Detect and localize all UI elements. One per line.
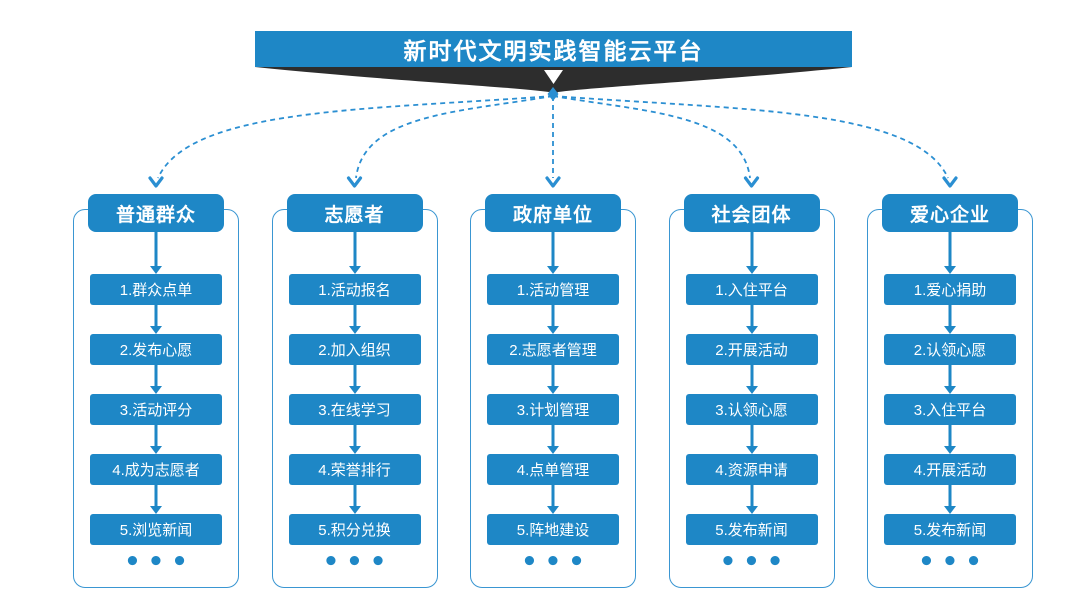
- flow-step: 3.计划管理: [487, 394, 619, 425]
- role-column: 爱心企业 1.爱心捐助 2.认领心愿 3.入住平台 4.开展活动 5.发布新闻 •••: [867, 194, 1033, 588]
- down-arrow-icon: [546, 485, 560, 514]
- role-flow: 1.活动报名 2.加入组织 3.在线学习 4.荣誉排行 5.积分兑换: [273, 210, 437, 545]
- down-arrow-icon: [149, 305, 163, 334]
- flow-step: 3.活动评分: [90, 394, 222, 425]
- down-arrow-icon: [745, 365, 759, 394]
- down-arrow-icon: [546, 232, 560, 274]
- down-arrow-icon: [745, 425, 759, 454]
- down-arrow-icon: [943, 485, 957, 514]
- flow-step: 2.志愿者管理: [487, 334, 619, 365]
- down-arrow-icon: [943, 425, 957, 454]
- ellipsis-dots: •••: [918, 547, 989, 577]
- role-flow: 1.爱心捐助 2.认领心愿 3.入住平台 4.开展活动 5.发布新闻: [868, 210, 1032, 545]
- down-arrow-icon: [943, 365, 957, 394]
- flow-step: 3.认领心愿: [685, 394, 818, 425]
- flow-step: 5.发布新闻: [685, 514, 818, 545]
- flow-step: 5.积分兑换: [288, 514, 421, 545]
- down-arrow-icon: [348, 365, 362, 394]
- banner-shadow-ribbon: [255, 67, 852, 98]
- ellipsis-dots: •••: [322, 547, 394, 577]
- role-header: 志愿者: [286, 194, 423, 232]
- down-arrow-icon: [149, 232, 163, 274]
- flow-step: 2.认领心愿: [884, 334, 1016, 365]
- down-arrow-icon: [348, 305, 362, 334]
- flow-step: 1.群众点单: [90, 274, 222, 305]
- role-column: 普通群众 1.群众点单 2.发布心愿 3.活动评分 4.成为志愿者 5.浏览新闻 •••: [73, 194, 239, 588]
- dashed-connector-5: [552, 95, 949, 179]
- flow-step: 4.荣誉排行: [288, 454, 421, 485]
- ellipsis-dots: •••: [521, 547, 592, 577]
- flow-step: 1.入住平台: [685, 274, 818, 305]
- down-arrow-icon: [348, 232, 362, 274]
- role-flow: 1.入住平台 2.开展活动 3.认领心愿 4.资源申请 5.发布新闻: [670, 210, 834, 545]
- connector-arrowhead-2: [346, 176, 363, 188]
- flow-step: 3.在线学习: [288, 394, 421, 425]
- flow-step: 1.爱心捐助: [884, 274, 1016, 305]
- flow-step: 2.发布心愿: [90, 334, 222, 365]
- flow-step: 5.发布新闻: [884, 514, 1016, 545]
- columns-row: 普通群众 1.群众点单 2.发布心愿 3.活动评分 4.成为志愿者 5.浏览新闻 •••…: [73, 194, 1033, 588]
- down-arrow-icon: [546, 305, 560, 334]
- down-arrow-icon: [149, 485, 163, 514]
- connector-arrowhead-1: [148, 176, 164, 188]
- role-flow: 1.群众点单 2.发布心愿 3.活动评分 4.成为志愿者 5.浏览新闻: [74, 210, 238, 545]
- flow-step: 4.资源申请: [685, 454, 818, 485]
- dashed-connector-4: [552, 95, 751, 179]
- down-arrow-icon: [546, 365, 560, 394]
- connector-arrowhead-5: [942, 176, 958, 188]
- connector-arrowhead-3: [545, 176, 561, 188]
- flow-step: 3.入住平台: [884, 394, 1016, 425]
- ellipsis-dots: •••: [124, 547, 195, 577]
- flow-step: 4.开展活动: [884, 454, 1016, 485]
- flow-step: 5.阵地建设: [487, 514, 619, 545]
- ellipsis-dots: •••: [719, 547, 791, 577]
- role-header: 普通群众: [88, 194, 224, 232]
- role-header: 政府单位: [485, 194, 621, 232]
- role-header: 爱心企业: [882, 194, 1018, 232]
- flow-step: 2.加入组织: [288, 334, 421, 365]
- down-arrow-icon: [348, 485, 362, 514]
- flow-step: 2.开展活动: [685, 334, 818, 365]
- dashed-connector-1: [157, 95, 554, 179]
- down-arrow-icon: [149, 425, 163, 454]
- flow-step: 1.活动报名: [288, 274, 421, 305]
- role-column: 社会团体 1.入住平台 2.开展活动 3.认领心愿 4.资源申请 5.发布新闻 •••: [668, 194, 835, 588]
- connector-arrowhead-4: [743, 176, 760, 188]
- platform-title: 新时代文明实践智能云平台: [403, 38, 704, 64]
- down-arrow-white-icon: [544, 70, 563, 84]
- role-flow: 1.活动管理 2.志愿者管理 3.计划管理 4.点单管理 5.阵地建设: [471, 210, 635, 545]
- down-arrow-icon: [149, 365, 163, 394]
- down-arrow-icon: [745, 485, 759, 514]
- down-arrow-icon: [943, 305, 957, 334]
- flow-step: 4.点单管理: [487, 454, 619, 485]
- dashed-connector-2: [355, 95, 554, 179]
- down-arrow-icon: [943, 232, 957, 274]
- role-column: 政府单位 1.活动管理 2.志愿者管理 3.计划管理 4.点单管理 5.阵地建设 •••: [470, 194, 636, 588]
- role-header: 社会团体: [683, 194, 820, 232]
- flow-step: 4.成为志愿者: [90, 454, 222, 485]
- down-arrow-icon: [745, 305, 759, 334]
- down-arrow-icon: [745, 232, 759, 274]
- flow-step: 5.浏览新闻: [90, 514, 222, 545]
- flow-step: 1.活动管理: [487, 274, 619, 305]
- platform-title-banner: 新时代文明实践智能云平台: [255, 31, 852, 67]
- down-arrow-icon: [348, 425, 362, 454]
- role-column: 志愿者 1.活动报名 2.加入组织 3.在线学习 4.荣誉排行 5.积分兑换 •••: [271, 194, 438, 588]
- down-arrow-icon: [546, 425, 560, 454]
